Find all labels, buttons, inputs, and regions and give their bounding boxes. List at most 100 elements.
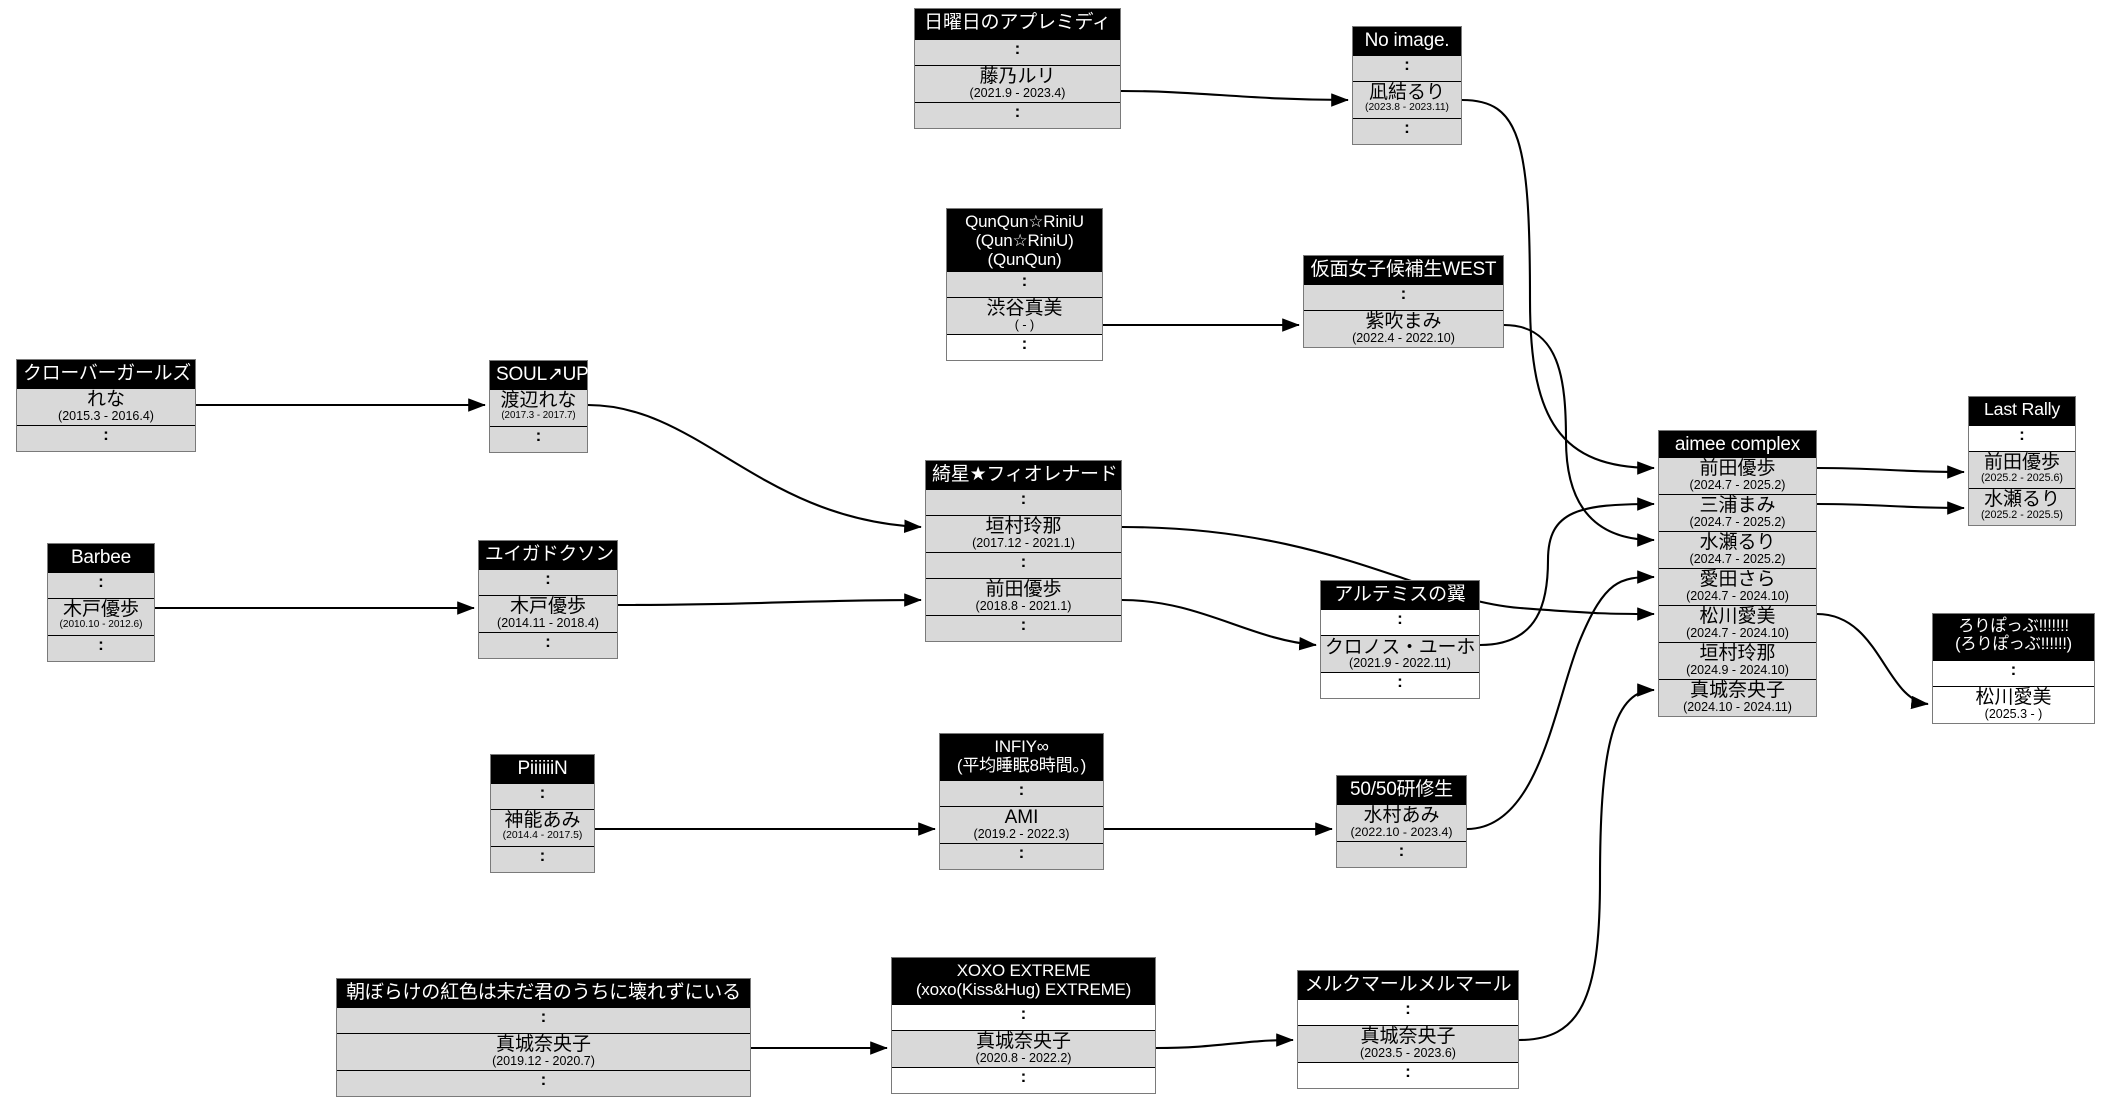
group-node-title-line: aimee complex xyxy=(1674,434,1801,455)
ellipsis-row: : xyxy=(1969,425,2075,451)
member-row[interactable]: 木戸優歩(2014.11 - 2018.4) xyxy=(479,595,617,632)
ellipsis-row: : xyxy=(479,632,617,658)
group-node-title-line: メルクマールメルマール xyxy=(1304,974,1512,995)
member-name: 真城奈央子 xyxy=(495,1034,591,1055)
group-node-title: QunQun☆RiniU(Qun☆RiniU)(QunQun) xyxy=(947,209,1102,271)
member-name: 垣村玲那 xyxy=(985,516,1062,537)
group-node-artemis[interactable]: アルテミスの翼:クロノス・ユーホ(2021.9 - 2022.11): xyxy=(1320,580,1480,699)
group-node-asaborake[interactable]: 朝ぼらけの紅色は未だ君のうちに壊れずにいる:真城奈央子(2019.12 - 20… xyxy=(336,978,751,1097)
member-row[interactable]: 渋谷真美( - ) xyxy=(947,297,1102,334)
member-row[interactable]: 三浦まみ(2024.7 - 2025.2) xyxy=(1659,494,1816,531)
vertical-ellipsis-icon: : xyxy=(540,1070,547,1089)
member-row[interactable]: 神能あみ(2014.4 - 2017.5) xyxy=(491,809,594,846)
member-row[interactable]: 前田優歩(2024.7 - 2025.2) xyxy=(1659,457,1816,494)
ellipsis-row: : xyxy=(491,783,594,809)
vertical-ellipsis-icon: : xyxy=(1404,118,1410,137)
member-dates: (2014.11 - 2018.4) xyxy=(497,615,599,630)
group-node-rows: 前田優歩(2024.7 - 2025.2)三浦まみ(2024.7 - 2025.… xyxy=(1659,457,1816,716)
group-node-title: アルテミスの翼 xyxy=(1321,581,1479,609)
vertical-ellipsis-icon: : xyxy=(98,572,104,591)
member-row[interactable]: 水瀬るり(2025.2 - 2025.5) xyxy=(1969,488,2075,525)
member-row[interactable]: 藤乃ルリ(2021.9 - 2023.4) xyxy=(915,65,1120,102)
ellipsis-row: : xyxy=(1933,660,2094,686)
member-name: AMI xyxy=(1004,807,1039,828)
group-node-title-line: Last Rally xyxy=(1983,399,2061,419)
member-name: 木戸優歩 xyxy=(509,596,586,617)
group-node-yuigadokuson[interactable]: ユイガドクソン:木戸優歩(2014.11 - 2018.4): xyxy=(478,540,618,659)
group-node-rows: :真城奈央子(2023.5 - 2023.6): xyxy=(1298,999,1518,1088)
group-node-xoxo[interactable]: XOXO EXTREME(xoxo(Kiss&Hug) EXTREME):真城奈… xyxy=(891,957,1156,1094)
group-node-barbee[interactable]: Barbee:木戸優歩(2010.10 - 2012.6): xyxy=(47,543,155,662)
member-name: 真城奈央子 xyxy=(1689,680,1785,701)
ellipsis-row: : xyxy=(926,615,1121,641)
member-row[interactable]: 水瀬るり(2024.7 - 2025.2) xyxy=(1659,531,1816,568)
ellipsis-row: : xyxy=(926,552,1121,578)
member-row[interactable]: 木戸優歩(2010.10 - 2012.6) xyxy=(48,598,154,635)
member-row[interactable]: 真城奈央子(2019.12 - 2020.7) xyxy=(337,1033,750,1070)
group-node-merkmal[interactable]: メルクマールメルマール :真城奈央子(2023.5 - 2023.6): xyxy=(1297,970,1519,1089)
group-node-kamen-west[interactable]: 仮面女子候補生WEST :紫吹まみ(2022.4 - 2022.10) xyxy=(1303,255,1504,348)
member-row[interactable]: 真城奈央子(2023.5 - 2023.6) xyxy=(1298,1025,1518,1062)
group-node-clover[interactable]: クローバーガールズれな(2015.3 - 2016.4): xyxy=(16,359,196,452)
vertical-ellipsis-icon: : xyxy=(1397,609,1403,628)
vertical-ellipsis-icon: : xyxy=(1020,489,1027,508)
member-row[interactable]: 渡辺れな(2017.3 - 2017.7) xyxy=(490,389,587,426)
group-node-infiy[interactable]: INFIY∞(平均睡眠8時間。):AMI(2019.2 - 2022.3): xyxy=(939,733,1104,870)
member-name: 前田優歩 xyxy=(1699,458,1776,479)
member-row[interactable]: 紫吹まみ(2022.4 - 2022.10) xyxy=(1304,310,1503,347)
member-name: 真城奈央子 xyxy=(1360,1026,1456,1047)
member-row[interactable]: 前田優歩(2025.2 - 2025.6) xyxy=(1969,451,2075,488)
member-row[interactable]: 凪結るり(2023.8 - 2023.11) xyxy=(1353,81,1461,118)
group-node-rows: :木戸優歩(2010.10 - 2012.6): xyxy=(48,572,154,661)
member-row[interactable]: 真城奈央子(2020.8 - 2022.2) xyxy=(892,1030,1155,1067)
member-row[interactable]: クロノス・ユーホ(2021.9 - 2022.11) xyxy=(1321,635,1479,672)
member-row[interactable]: AMI(2019.2 - 2022.3) xyxy=(940,806,1103,843)
member-name: 木戸優歩 xyxy=(62,599,139,620)
member-name: 前田優歩 xyxy=(985,579,1062,600)
member-dates: (2019.2 - 2022.3) xyxy=(973,826,1070,841)
ellipsis-row: : xyxy=(1321,609,1479,635)
member-row[interactable]: 水村あみ(2022.10 - 2023.4) xyxy=(1337,804,1466,841)
group-node-title: 綺星★フィオレナード xyxy=(926,461,1121,489)
group-node-no-image[interactable]: No image.:凪結るり(2023.8 - 2023.11): xyxy=(1352,26,1462,145)
vertical-ellipsis-icon: : xyxy=(1021,271,1028,290)
member-row[interactable]: 松川愛美(2024.7 - 2024.10) xyxy=(1659,605,1816,642)
lineage-edge xyxy=(617,593,922,607)
group-node-kirahoshi[interactable]: 綺星★フィオレナード:垣村玲那(2017.12 - 2021.1):前田優歩(2… xyxy=(925,460,1122,642)
member-name: 水瀬るり xyxy=(1699,532,1776,553)
member-dates: (2025.2 - 2025.5) xyxy=(1981,508,2063,521)
vertical-ellipsis-icon: : xyxy=(2019,425,2025,444)
group-node-title-line: 仮面女子候補生WEST xyxy=(1310,259,1497,280)
group-node-nichiyobi[interactable]: 日曜日のアプレミディ:藤乃ルリ(2021.9 - 2023.4): xyxy=(914,8,1121,129)
group-node-qunqun[interactable]: QunQun☆RiniU(Qun☆RiniU)(QunQun): 渋谷真美( - … xyxy=(946,208,1103,361)
member-row[interactable]: 垣村玲那(2017.12 - 2021.1) xyxy=(926,515,1121,552)
group-node-rows: れな(2015.3 - 2016.4): xyxy=(17,388,195,451)
group-node-rows: 渡辺れな(2017.3 - 2017.7): xyxy=(490,389,587,452)
member-row[interactable]: 垣村玲那(2024.9 - 2024.10) xyxy=(1659,642,1816,679)
member-row[interactable]: 前田優歩(2018.8 - 2021.1) xyxy=(926,578,1121,615)
group-node-lollipop[interactable]: ろりぽっぶ!!!!!!!(ろりぽっぶ!!!!!!):松川愛美(2025.3 - … xyxy=(1932,613,2095,724)
member-name: 水村あみ xyxy=(1363,805,1440,826)
member-row[interactable]: 愛田さら(2024.7 - 2024.10) xyxy=(1659,568,1816,605)
group-node-kenshusei[interactable]: 50/50研修生水村あみ(2022.10 - 2023.4): xyxy=(1336,775,1467,868)
member-dates: (2021.9 - 2023.4) xyxy=(969,85,1066,100)
group-node-last-rally[interactable]: Last Rally: 前田優歩(2025.2 - 2025.6)水瀬るり(202… xyxy=(1968,396,2076,526)
lineage-edge xyxy=(1121,598,1317,651)
member-dates: (2017.12 - 2021.1) xyxy=(972,535,1075,550)
member-name: 松川愛美 xyxy=(1699,606,1776,627)
group-node-title-line: QunQun☆RiniU xyxy=(965,212,1084,231)
member-row[interactable]: 真城奈央子(2024.10 - 2024.11) xyxy=(1659,679,1816,716)
group-node-piiiiiin[interactable]: PiiiiiiN:神能あみ(2014.4 - 2017.5): xyxy=(490,754,595,873)
vertical-ellipsis-icon: : xyxy=(98,635,104,654)
group-node-title: ユイガドクソン xyxy=(479,541,617,569)
member-row[interactable]: れな(2015.3 - 2016.4) xyxy=(17,388,195,425)
ellipsis-row: : xyxy=(940,780,1103,806)
group-node-title: メルクマールメルマール xyxy=(1298,971,1518,999)
group-node-rows: :紫吹まみ(2022.4 - 2022.10) xyxy=(1304,284,1503,347)
member-row[interactable]: 松川愛美(2025.3 - ) xyxy=(1933,686,2094,723)
vertical-ellipsis-icon: : xyxy=(539,846,546,865)
member-dates: (2020.8 - 2022.2) xyxy=(975,1050,1072,1065)
group-node-rows: :クロノス・ユーホ(2021.9 - 2022.11): xyxy=(1321,609,1479,698)
